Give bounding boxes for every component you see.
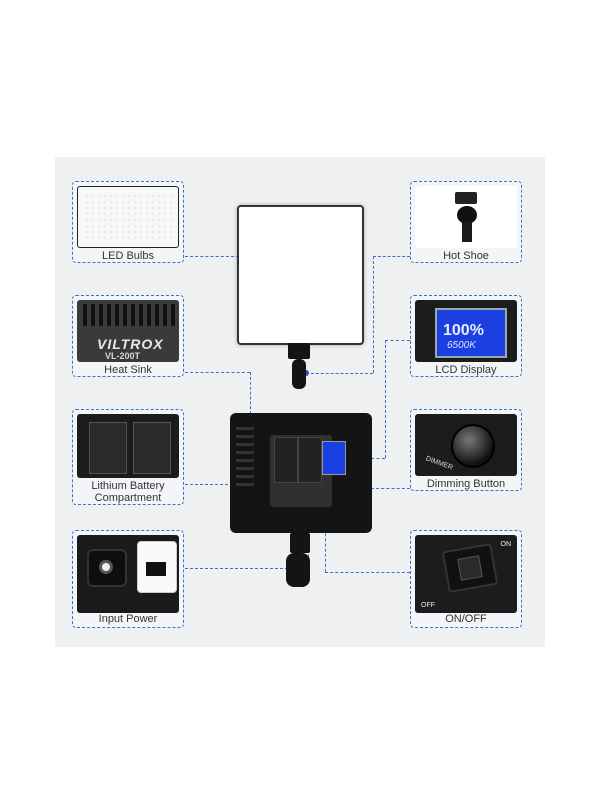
- battery-slot-right: [298, 437, 322, 483]
- back-mount-bracket: [290, 533, 310, 553]
- input-power-label: Input Power: [98, 613, 158, 625]
- card-input-power: Input Power: [72, 530, 184, 628]
- front-ball-head: [292, 359, 306, 389]
- dimming-button-image: DIMMER: [415, 414, 517, 476]
- connector-hotshoe-h2: [306, 373, 373, 374]
- lcd-brightness: 100%: [443, 322, 484, 339]
- switch-off-text: OFF: [421, 602, 435, 609]
- switch-on-text: ON: [500, 541, 512, 548]
- connector-power-h: [185, 568, 308, 569]
- dimming-button-label: Dimming Button: [426, 478, 506, 490]
- lcd-display-label: LCD Display: [435, 364, 497, 376]
- connector-dimming: [340, 488, 410, 489]
- connector-lcd-v: [385, 340, 386, 458]
- card-led-bulbs: LED Bulbs: [72, 181, 184, 263]
- battery-label-line1: Lithium Battery: [91, 480, 165, 492]
- card-on-off: ON OFF ON/OFF: [410, 530, 522, 628]
- heat-sink-model: VL-200T: [105, 351, 141, 361]
- connector-lcd-h2: [385, 340, 410, 341]
- hot-shoe-image: [415, 186, 517, 248]
- heat-sink-image: VILTROX VL-200T: [77, 300, 179, 362]
- connector-heatsink-h: [185, 372, 250, 373]
- hot-shoe-label: Hot Shoe: [443, 250, 489, 262]
- power-adapter-icon: [137, 541, 177, 593]
- heat-sink-brand: VILTROX: [97, 336, 164, 352]
- battery-label-line2: Compartment: [94, 492, 162, 504]
- back-lcd-screen: [322, 441, 346, 475]
- connector-hotshoe-h: [373, 256, 410, 257]
- connector-led: [185, 256, 275, 257]
- front-mount-bracket: [288, 343, 310, 359]
- on-off-image: ON OFF: [415, 535, 517, 613]
- lcd-screen: 100% 6500K: [435, 308, 507, 358]
- dimmer-text: DIMMER: [424, 455, 454, 472]
- battery-label: Lithium Battery Compartment: [73, 480, 183, 504]
- card-hot-shoe: Hot Shoe: [410, 181, 522, 263]
- lcd-display-image: 100% 6500K: [415, 300, 517, 362]
- on-off-label: ON/OFF: [445, 613, 487, 625]
- battery-slot-left: [274, 437, 298, 483]
- input-power-image: [77, 535, 179, 613]
- battery-image: [77, 414, 179, 478]
- connector-lcd-h: [360, 458, 385, 459]
- back-ball-head: [286, 553, 310, 587]
- marker-hotshoe: [303, 370, 309, 376]
- lcd-temperature: 6500K: [447, 340, 476, 351]
- power-socket-icon: [99, 560, 113, 574]
- card-heat-sink: VILTROX VL-200T Heat Sink: [72, 295, 184, 377]
- connector-heatsink-v: [250, 372, 251, 424]
- led-panel-back: [230, 413, 372, 533]
- connector-switch-h: [325, 572, 410, 573]
- card-dimming-button: DIMMER Dimming Button: [410, 409, 522, 491]
- hot-shoe-icon: [451, 192, 481, 242]
- card-battery: Lithium Battery Compartment: [72, 409, 184, 505]
- led-bulbs-image: [77, 186, 179, 248]
- led-panel-front: [237, 205, 364, 345]
- rocker-switch-icon: [441, 542, 499, 594]
- connector-switch-v: [325, 518, 326, 572]
- connector-hotshoe-v: [373, 256, 374, 373]
- led-bulbs-label: LED Bulbs: [102, 250, 154, 262]
- dimmer-knob-icon: [451, 424, 495, 468]
- heat-sink-label: Heat Sink: [104, 364, 152, 376]
- card-lcd-display: 100% 6500K LCD Display: [410, 295, 522, 377]
